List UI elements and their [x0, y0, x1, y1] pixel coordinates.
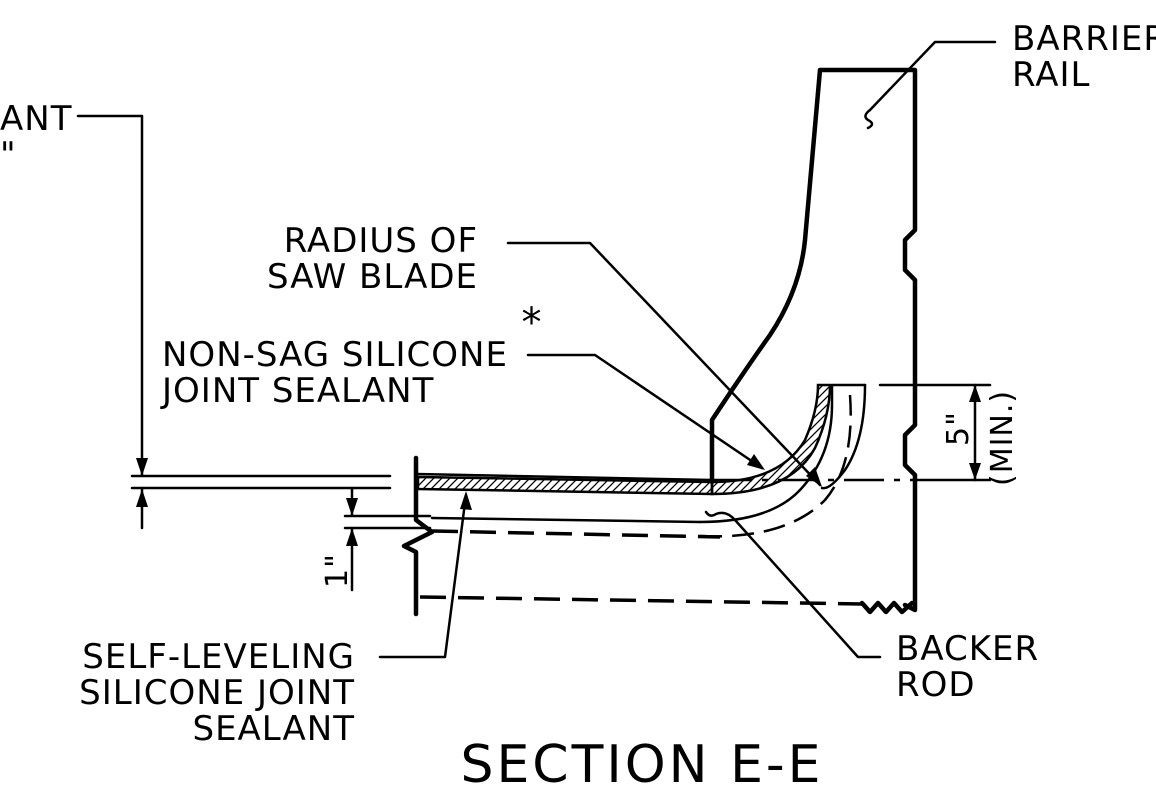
section-title: SECTION E-E [460, 735, 823, 787]
saw-cut-curve [698, 383, 867, 524]
top-left-arrow [136, 458, 148, 476]
backer-rod-leader [733, 518, 882, 659]
self-leveling-arrow [460, 491, 472, 510]
dim-1-arrow-top [346, 498, 358, 516]
self-leveling-label-line2: SILICONE JOINT [79, 673, 355, 713]
non-sag-arrow [747, 454, 765, 470]
ground-break-line [859, 600, 915, 615]
dim-1-arrow-bottom [346, 528, 358, 546]
joint-dashed-line [431, 529, 721, 539]
deck-edge [401, 455, 435, 617]
non-sag-label-line2: JOINT SEALANT [160, 371, 434, 411]
barrier-rail-squiggle [864, 108, 874, 130]
non-sag-label-line1: NON-SAG SILICONE [162, 335, 508, 375]
backer-rod-label-line2: ROD [896, 665, 976, 705]
deck-top-line [414, 472, 714, 482]
deck-bottom-dashed [419, 595, 863, 606]
radius-saw-blade-leader [506, 241, 822, 487]
left-arrow-up [136, 489, 148, 507]
dim-1-inch-label: 1" [320, 553, 355, 588]
saw-cut-inner [820, 383, 867, 490]
dim-5-inch-label: 5" [941, 411, 976, 446]
partial-label-line1: ANT [0, 99, 72, 139]
dim-5-min-label: (MIN.) [985, 390, 1020, 486]
barrier-rail-outline [709, 67, 918, 613]
deck-under-line [430, 516, 702, 524]
dim-5-arrow-top [969, 385, 981, 402]
top-left-leader [76, 114, 144, 477]
self-leveling-label-line1: SELF-LEVELING [82, 637, 355, 677]
dim-5-arrow-bottom [969, 463, 981, 480]
barrier-rail-leader [868, 40, 997, 112]
non-sag-leader [526, 353, 764, 470]
backer-rod-label-line1: BACKER [896, 629, 1039, 669]
self-leveling-label-line3: SEALANT [192, 709, 355, 749]
partial-label-line2: " [0, 135, 17, 175]
backer-rod-dashed-curve [699, 394, 852, 538]
radius-saw-blade-label-line1: RADIUS OF [284, 221, 478, 261]
radius-saw-blade-label-line2: SAW BLADE [267, 257, 478, 297]
barrier-rail-label-line1: BARRIER [1012, 19, 1156, 59]
backer-rod-squiggle [704, 510, 737, 522]
radius-saw-blade-arrow [806, 467, 822, 487]
self-leveling-leader [378, 493, 468, 659]
non-sag-sealant-strip [710, 383, 832, 496]
asterisk-note: * [522, 300, 543, 346]
barrier-rail-label-line2: RAIL [1012, 55, 1090, 95]
